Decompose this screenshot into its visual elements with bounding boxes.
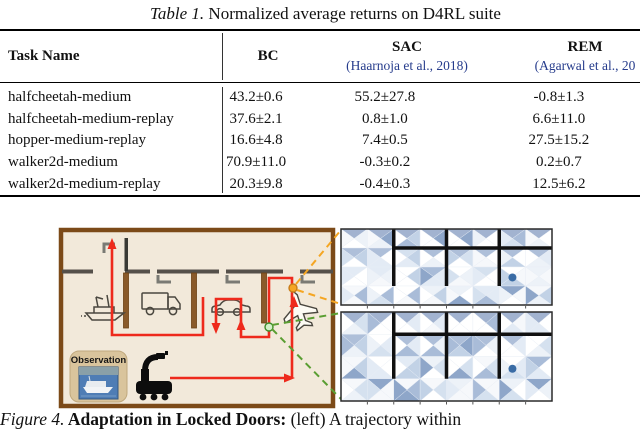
cell-task: walker2d-medium-replay (8, 175, 161, 192)
rem-citation-link[interactable]: (Agarwal et al., 20 (534, 58, 636, 74)
table-title-text: Normalized average returns on D4RL suite (204, 4, 501, 23)
table-body: halfcheetah-medium 43.2±0.6 55.2±27.8 -0… (0, 87, 640, 195)
open-door (124, 238, 128, 271)
cell-bc: 16.6±4.8 (229, 132, 283, 149)
table-column-separator (222, 87, 223, 193)
figure-svg: Observation (58, 227, 553, 409)
column-header-bc: BC (257, 48, 279, 64)
cell-rem: 0.2±0.7 (536, 154, 582, 171)
maze-walls (62, 269, 333, 274)
cell-task: hopper-medium-replay (8, 132, 146, 149)
cell-rem: 12.5±6.2 (532, 175, 586, 192)
cell-rem: 6.6±11.0 (532, 110, 586, 127)
table-row: halfcheetah-medium 43.2±0.6 55.2±27.8 -0… (0, 87, 640, 109)
cell-sac: 0.8±1.0 (362, 110, 408, 127)
table-number: Table 1. (150, 4, 205, 23)
table-title: Table 1. Normalized average returns on D… (150, 4, 501, 24)
table-row: hopper-medium-replay 16.6±4.8 7.4±0.5 27… (0, 130, 640, 152)
zoom-links (271, 229, 342, 400)
cell-rem: 27.5±15.2 (528, 132, 590, 149)
cell-task: halfcheetah-medium-replay (8, 110, 174, 127)
observation-card: Observation (69, 350, 128, 403)
locked-doors-maze: Observation (58, 227, 336, 409)
cell-sac: -0.3±0.2 (359, 154, 411, 171)
cell-sac: 7.4±0.5 (362, 132, 408, 149)
truck-icon (141, 292, 181, 316)
door-handle-icon (102, 242, 315, 284)
cell-sac: 55.2±27.8 (354, 89, 416, 106)
plane-icon (283, 289, 319, 332)
table-row: halfcheetah-medium-replay 37.6±2.1 0.8±1… (0, 109, 640, 131)
table-header-rule (0, 82, 640, 83)
figure-caption-text: (left) A trajectory within (286, 409, 462, 429)
sac-citation-link[interactable]: (Haarnoja et al., 2018) (346, 58, 468, 74)
column-header-task: Task Name (8, 48, 80, 64)
observation-label: Observation (71, 355, 127, 366)
cell-bc: 43.2±0.6 (229, 89, 283, 106)
sac-label: SAC (391, 39, 422, 55)
cell-bc: 20.3±9.8 (229, 175, 283, 192)
table-row: walker2d-medium 70.9±11.0 -0.3±0.2 0.2±0… (0, 152, 640, 174)
value-panel-1 (340, 311, 553, 405)
figure-caption-bold: Adaptation in Locked Doors: (64, 409, 287, 429)
cell-bc: 70.9±11.0 (225, 154, 287, 171)
rem-label: REM (567, 39, 603, 55)
table-column-separator (222, 33, 223, 80)
observation-photo (78, 366, 119, 400)
cell-sac: -0.4±0.3 (359, 175, 411, 192)
cell-task: walker2d-medium (8, 154, 118, 171)
value-panels (340, 228, 553, 405)
figure-caption: Figure 4. Adaptation in Locked Doors: (l… (0, 409, 461, 430)
cell-task: halfcheetah-medium (8, 89, 132, 106)
value-panel-0 (340, 228, 553, 309)
maze-pillars (123, 272, 267, 329)
table-top-rule (0, 29, 640, 31)
trajectory (107, 238, 299, 383)
cell-rem: -0.8±1.3 (533, 89, 585, 106)
column-header-rem: REM (Agarwal et al., 20 (500, 37, 640, 75)
robot-icon (136, 351, 172, 401)
cell-bc: 37.6±2.1 (229, 110, 283, 127)
figure-number: Figure 4. (0, 409, 65, 429)
table-row: walker2d-medium-replay 20.3±9.8 -0.4±0.3… (0, 173, 640, 195)
column-header-sac: SAC (Haarnoja et al., 2018) (322, 37, 492, 75)
table-bottom-rule (0, 195, 640, 197)
